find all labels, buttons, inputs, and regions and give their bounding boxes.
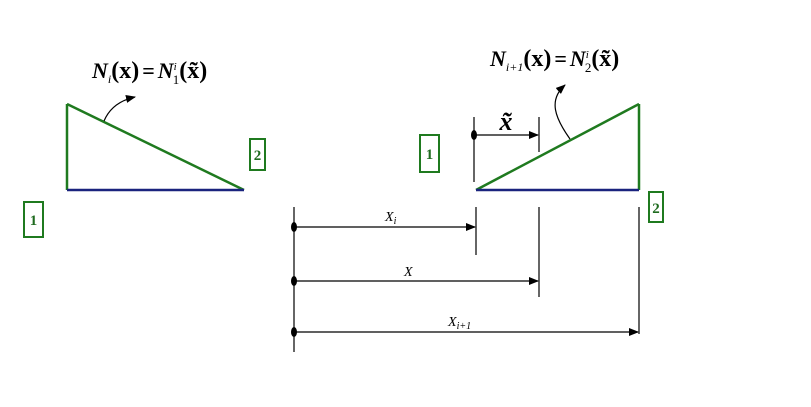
global-dimensions: Xi X Xi+1 [291,207,640,352]
left-triangle-slope [66,102,245,192]
dimension-Xi1: Xi+1 [291,315,639,337]
dimension-label: Xi [384,210,397,227]
right-shape-function [475,84,641,192]
right-node-2: 2 [648,191,664,223]
left-pointer-arrow [103,95,136,122]
right-pointer-arrow [554,84,571,140]
local-coordinate-label: x̃ [499,107,513,136]
svg-text:1: 1 [426,147,434,163]
dimension-label: X [403,265,413,280]
left-node-2: 2 [249,138,266,171]
left-node-1: 1 [23,201,44,238]
dimension-label: Xi+1 [447,315,471,332]
right-triangle-slope [475,102,640,192]
left-shape-function [65,95,245,192]
right-node-1: 1 [419,134,440,173]
local-coordinate-dimension: x̃ [471,107,540,182]
svg-text:2: 2 [652,201,660,217]
dimension-Xi: Xi [291,210,476,232]
dimension-X: X [291,265,539,286]
svg-text:2: 2 [254,148,262,164]
svg-text:1: 1 [30,213,38,229]
